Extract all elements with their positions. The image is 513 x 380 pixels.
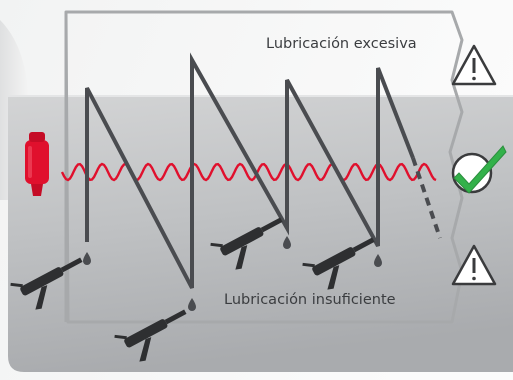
grease-gun-icon (10, 257, 83, 310)
lubrication-curve-projection (411, 157, 442, 239)
checkmark-circle-icon (451, 145, 507, 194)
droplet-icon (188, 298, 196, 311)
excessive-lubrication-label: Lubricación excesiva (266, 36, 417, 52)
droplet-icon (83, 252, 91, 265)
optimal-level-wave (60, 162, 437, 182)
warning-triangle-icon (451, 244, 497, 286)
warning-triangle-icon (451, 44, 497, 86)
grease-gun-icon (302, 237, 375, 290)
grease-gun-icon (210, 217, 283, 270)
lubricator-cartridge-icon (25, 132, 49, 196)
droplet-icon (374, 254, 382, 267)
droplet-icon (283, 236, 291, 249)
insufficient-lubrication-label: Lubricación insuficiente (224, 292, 396, 308)
lubrication-sawtooth-curve (85, 52, 415, 289)
grease-gun-icon (114, 309, 187, 362)
